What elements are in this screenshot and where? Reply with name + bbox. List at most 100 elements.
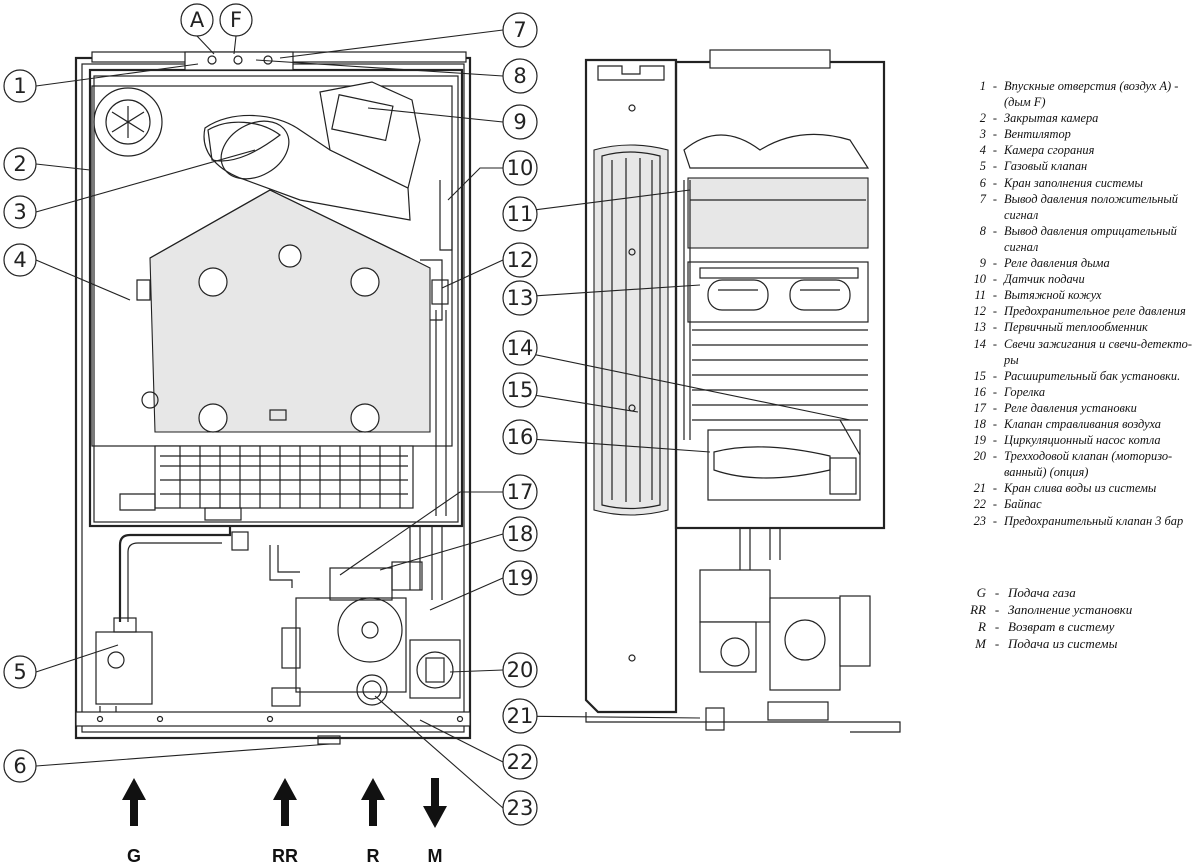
legend-item: 5-Газовый клапан: [968, 158, 1194, 174]
arrow-g-label: G: [127, 846, 141, 863]
connection-text: Подача из системы: [1008, 636, 1118, 651]
legend-text: Камера сгорания: [1004, 143, 1095, 158]
legend-text: Клапан стравливания воздуха: [1004, 416, 1162, 431]
legend-text: Закрытая камера: [1004, 111, 1099, 126]
legend-text: Кран слива воды из системы: [1004, 481, 1157, 496]
callout-23: 23: [502, 790, 538, 826]
callout-10: 10: [502, 150, 538, 186]
callout-9-label: 9: [513, 110, 526, 134]
leader-lines: [35, 29, 851, 809]
callout-7-label: 7: [513, 18, 526, 42]
callout-17-label: 17: [507, 480, 534, 504]
arrow-r-label: R: [367, 846, 380, 863]
callout-8: 8: [502, 58, 538, 94]
legend-item: 13-Первичный теплообменник: [968, 319, 1194, 335]
callout-11: 11: [502, 196, 538, 232]
legend-text: Реле давления установки: [1004, 400, 1137, 415]
legend-number: 23: [973, 513, 986, 528]
connection-code: R: [978, 619, 986, 634]
legend-text: Датчик подачи: [1004, 272, 1085, 287]
legend-text: Вытяжной кожух: [1004, 288, 1102, 303]
legend-item: 20-Трехходовой клапан (моторизо-ванный) …: [968, 448, 1194, 480]
legend-text: Реле давления дыма: [1004, 256, 1110, 271]
connection-code: RR: [970, 602, 986, 617]
callout-16: 16: [502, 419, 538, 455]
callout-23-label: 23: [507, 796, 534, 820]
callout-15-label: 15: [507, 378, 534, 402]
arrow-g: G: [122, 778, 146, 863]
callout-22-label: 22: [507, 750, 534, 774]
callout-2: 2: [3, 147, 37, 181]
legend-text: Предохранительное реле давления: [1004, 304, 1186, 319]
callout-16-label: 16: [507, 425, 534, 449]
legend-number: 9: [979, 256, 986, 271]
callout-4-label: 4: [13, 248, 26, 272]
legend-text: Предохранительный клапан 3 бар: [1004, 513, 1184, 528]
callout-10-label: 10: [507, 156, 534, 180]
legend-number: 12: [973, 304, 986, 319]
front-view: [74, 51, 472, 745]
callout-18: 18: [502, 516, 538, 552]
connection-text: Подача газа: [1008, 585, 1076, 600]
callout-6-label: 6: [13, 754, 26, 778]
legend-number: 4: [979, 143, 986, 158]
callout-a: A: [180, 3, 214, 37]
arrow-m-label: M: [428, 846, 443, 863]
legend-number: 5: [979, 159, 986, 174]
legend-item: 12-Предохранительное реле давления: [968, 303, 1194, 319]
legend-item: 19-Циркуляционный насос котла: [968, 432, 1194, 448]
parts-legend: 1-Впускные отверстия (воздух А) - (дым F…: [968, 78, 1194, 529]
legend-item: 18-Клапан стравливания воздуха: [968, 416, 1194, 432]
callout-1-label: 1: [13, 74, 26, 98]
legend-item: 2-Закрытая камера: [968, 110, 1194, 126]
legend-number: 21: [973, 481, 986, 496]
legend-item: 21-Кран слива воды из системы: [968, 480, 1194, 496]
legend-item: 11-Вытяжной кожух: [968, 287, 1194, 303]
callout-18-label: 18: [507, 522, 534, 546]
legend-text: Горелка: [1004, 384, 1046, 399]
legend-number: 13: [973, 320, 986, 335]
legend-item: 1-Впускные отверстия (воздух А) - (дым F…: [968, 78, 1194, 110]
legend-item: 14-Свечи зажигания и свечи-детекто-ры: [968, 336, 1194, 368]
legend-number: 6: [979, 175, 986, 190]
arrow-up-icon: [122, 778, 146, 826]
legend-text: Вывод давления отрицательный сигнал: [1004, 223, 1177, 254]
legend-item: 8-Вывод давления отрицательный сигнал: [968, 223, 1194, 255]
callout-13-label: 13: [507, 286, 534, 310]
connections-legend: G-Подача газа RR-Заполнение установки R-…: [964, 584, 1184, 652]
legend-number: 7: [979, 191, 986, 206]
exchanger-fins: [692, 329, 868, 421]
callout-13: 13: [502, 280, 538, 316]
callout-21: 21: [502, 698, 538, 734]
callout-3: 3: [3, 195, 37, 229]
legend-number: 19: [973, 433, 986, 448]
arrow-up-icon: [273, 778, 297, 826]
legend-number: 1: [979, 79, 986, 93]
callout-14: 14: [502, 330, 538, 366]
legend-text: Газовый клапан: [1004, 159, 1088, 174]
legend-item: 22-Байпас: [968, 496, 1194, 512]
legend-number: 8: [979, 223, 986, 238]
connection-item: R-Возврат в систему: [964, 618, 1184, 635]
legend-text: Трехходовой клапан (моторизо-ванный) (оп…: [1004, 449, 1173, 480]
arrow-rr-label: RR: [272, 846, 298, 863]
legend-text: Свечи зажигания и свечи-детекто-ры: [1004, 336, 1193, 367]
callout-19: 19: [502, 560, 538, 596]
callout-7: 7: [502, 12, 538, 48]
connection-text: Заполнение установки: [1008, 602, 1133, 617]
legend-number: 3: [979, 127, 986, 142]
legend-number: 18: [973, 416, 986, 431]
callout-22: 22: [502, 744, 538, 780]
arrow-rr: RR: [272, 778, 298, 863]
legend-text: Впускные отверстия (воздух А) - (дым F): [1004, 79, 1179, 110]
legend-item: 4-Камера сгорания: [968, 142, 1194, 158]
callout-2-label: 2: [13, 152, 26, 176]
legend-item: 17-Реле давления установки: [968, 400, 1194, 416]
callout-f-label: F: [230, 8, 242, 32]
arrow-r: R: [361, 778, 385, 863]
legend-number: 17: [973, 400, 986, 415]
arrow-m: M: [423, 778, 447, 863]
legend-item: 16-Горелка: [968, 384, 1194, 400]
legend-text: Кран заполнения системы: [1004, 175, 1143, 190]
